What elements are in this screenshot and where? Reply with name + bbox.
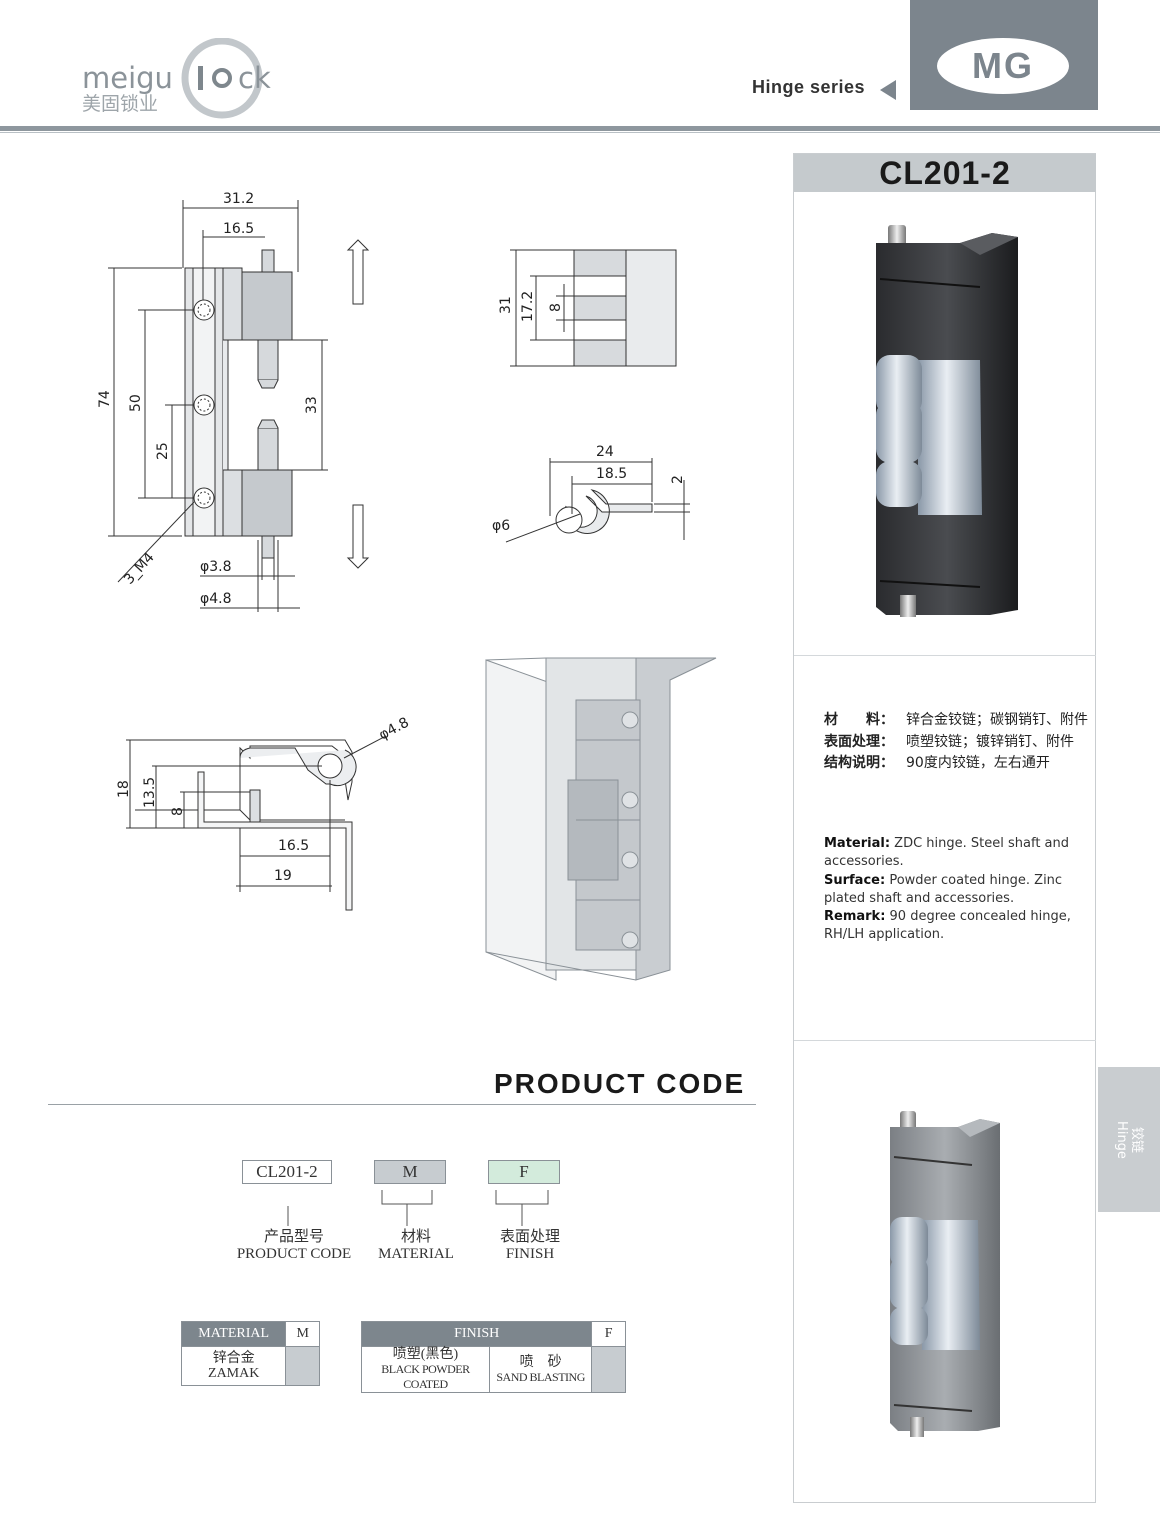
dim-gap: 33 xyxy=(304,396,320,414)
code-box-finish: F xyxy=(488,1160,560,1184)
material-option-code xyxy=(285,1346,320,1386)
product-panel xyxy=(793,153,1096,1503)
dim-top-width: 24 xyxy=(596,444,614,460)
model-title: CL201-2 xyxy=(879,154,1011,191)
dim-section-height: 18 xyxy=(116,780,132,798)
finish-table-header: FINISH xyxy=(360,1321,593,1347)
finish-table: FINISH F 喷塑(黑色) BLACK POWDER COATED 喷 砂 … xyxy=(360,1321,626,1393)
logo-cn-text: 美固锁业 xyxy=(82,93,158,115)
front-view xyxy=(108,200,370,612)
dim-hole-pitch: 25 xyxy=(155,442,171,460)
spec-cn-remark: 结构说明：90度内铰链，左右通开 xyxy=(824,755,1050,771)
material-table: MATERIAL M 锌合金 ZAMAK xyxy=(180,1321,320,1386)
brand-badge-text: MG xyxy=(972,45,1034,86)
product-photo-black xyxy=(876,225,1018,617)
dim-pin-dia: φ3.8 xyxy=(200,559,232,575)
header-rule xyxy=(0,126,1160,131)
side-tab xyxy=(1098,1067,1160,1212)
finish-table-code-header: F xyxy=(591,1321,626,1347)
material-table-code-header: M xyxy=(285,1321,320,1347)
dim-shaft-dia: φ4.8 xyxy=(200,591,232,607)
spec-cn-material: 材 料：锌合金铰链；碳钢销钉、附件 xyxy=(824,712,1088,728)
specs-cn: 材 料：锌合金铰链；碳钢销钉、附件 表面处理：喷塑铰链；镀锌销钉、附件 结构说明… xyxy=(824,710,1094,775)
svg-text:ck: ck xyxy=(238,61,271,95)
technical-drawings: 31.2 16.5 74 50 25 33 3_M4 φ3.8 φ4.8 31 … xyxy=(97,191,717,981)
code-box-material: M xyxy=(374,1160,446,1184)
series-arrow-icon xyxy=(880,80,896,100)
dim-section-offset2: 19 xyxy=(274,868,292,884)
code-label-model: 产品型号 PRODUCT CODE xyxy=(236,1229,352,1262)
spec-en-material: Material: ZDC hinge. Steel shaft and acc… xyxy=(824,836,1070,870)
dim-height-total: 74 xyxy=(97,390,113,408)
side-view xyxy=(510,249,677,367)
dim-width-total: 31.2 xyxy=(223,191,254,207)
code-label-material: 材料 MATERIAL xyxy=(378,1229,454,1262)
dim-section-bore: φ4.8 xyxy=(376,715,411,744)
header-rule-thin xyxy=(0,132,1160,133)
code-box-model: CL201-2 xyxy=(242,1160,332,1184)
product-photo-sandblasted xyxy=(890,1111,1000,1437)
dim-top-inner: 18.5 xyxy=(596,466,627,482)
finish-option-sand: 喷 砂 SAND BLASTING xyxy=(488,1346,593,1393)
dim-section-mid: 13.5 xyxy=(142,777,158,808)
panel-divider xyxy=(794,655,1096,656)
code-label-finish: 表面处理 FINISH xyxy=(499,1229,560,1262)
finish-option-powder: 喷塑(黑色) BLACK POWDER COATED xyxy=(361,1346,490,1393)
code-bracket-lines xyxy=(287,1190,549,1226)
spec-cn-surface: 表面处理：喷塑铰链；镀锌销钉、附件 xyxy=(824,733,1074,750)
section-view xyxy=(126,735,387,911)
isometric-view xyxy=(485,657,717,981)
specs-en: Material: ZDC hinge. Steel shaft and acc… xyxy=(824,835,1086,945)
dim-width-inner: 16.5 xyxy=(223,221,254,237)
product-code-title: PRODUCT CODE xyxy=(494,1068,746,1099)
dim-section-low: 8 xyxy=(170,807,186,816)
product-code-rule xyxy=(48,1104,756,1105)
finish-option-code xyxy=(591,1346,626,1393)
dim-top-bore: φ6 xyxy=(492,518,510,534)
dim-side-inner: 17.2 xyxy=(520,291,536,322)
panel-divider-2 xyxy=(794,1040,1096,1041)
brand-logo: meigu ck 美固锁业 xyxy=(82,38,271,119)
top-view xyxy=(505,458,690,543)
dim-section-offset1: 16.5 xyxy=(278,838,309,854)
dim-hole-span: 50 xyxy=(128,394,144,412)
logo-wordmark: meigu xyxy=(82,61,173,95)
dim-thread: 3_M4 xyxy=(121,549,158,587)
spec-en-surface: Surface: Powder coated hinge. Zinc plate… xyxy=(824,872,1063,906)
material-table-header: MATERIAL xyxy=(180,1321,287,1347)
dim-side-height: 31 xyxy=(498,296,514,314)
dim-side-slot: 8 xyxy=(548,303,564,312)
material-option: 锌合金 ZAMAK xyxy=(180,1346,287,1386)
model-bar: CL201-2 xyxy=(794,154,1096,192)
series-label: Hinge series xyxy=(752,77,866,97)
brand-badge: MG xyxy=(937,38,1069,94)
dim-top-thickness: 2 xyxy=(670,475,686,484)
spec-en-remark: Remark: 90 degree concealed hinge, RH/LH… xyxy=(824,909,1071,943)
